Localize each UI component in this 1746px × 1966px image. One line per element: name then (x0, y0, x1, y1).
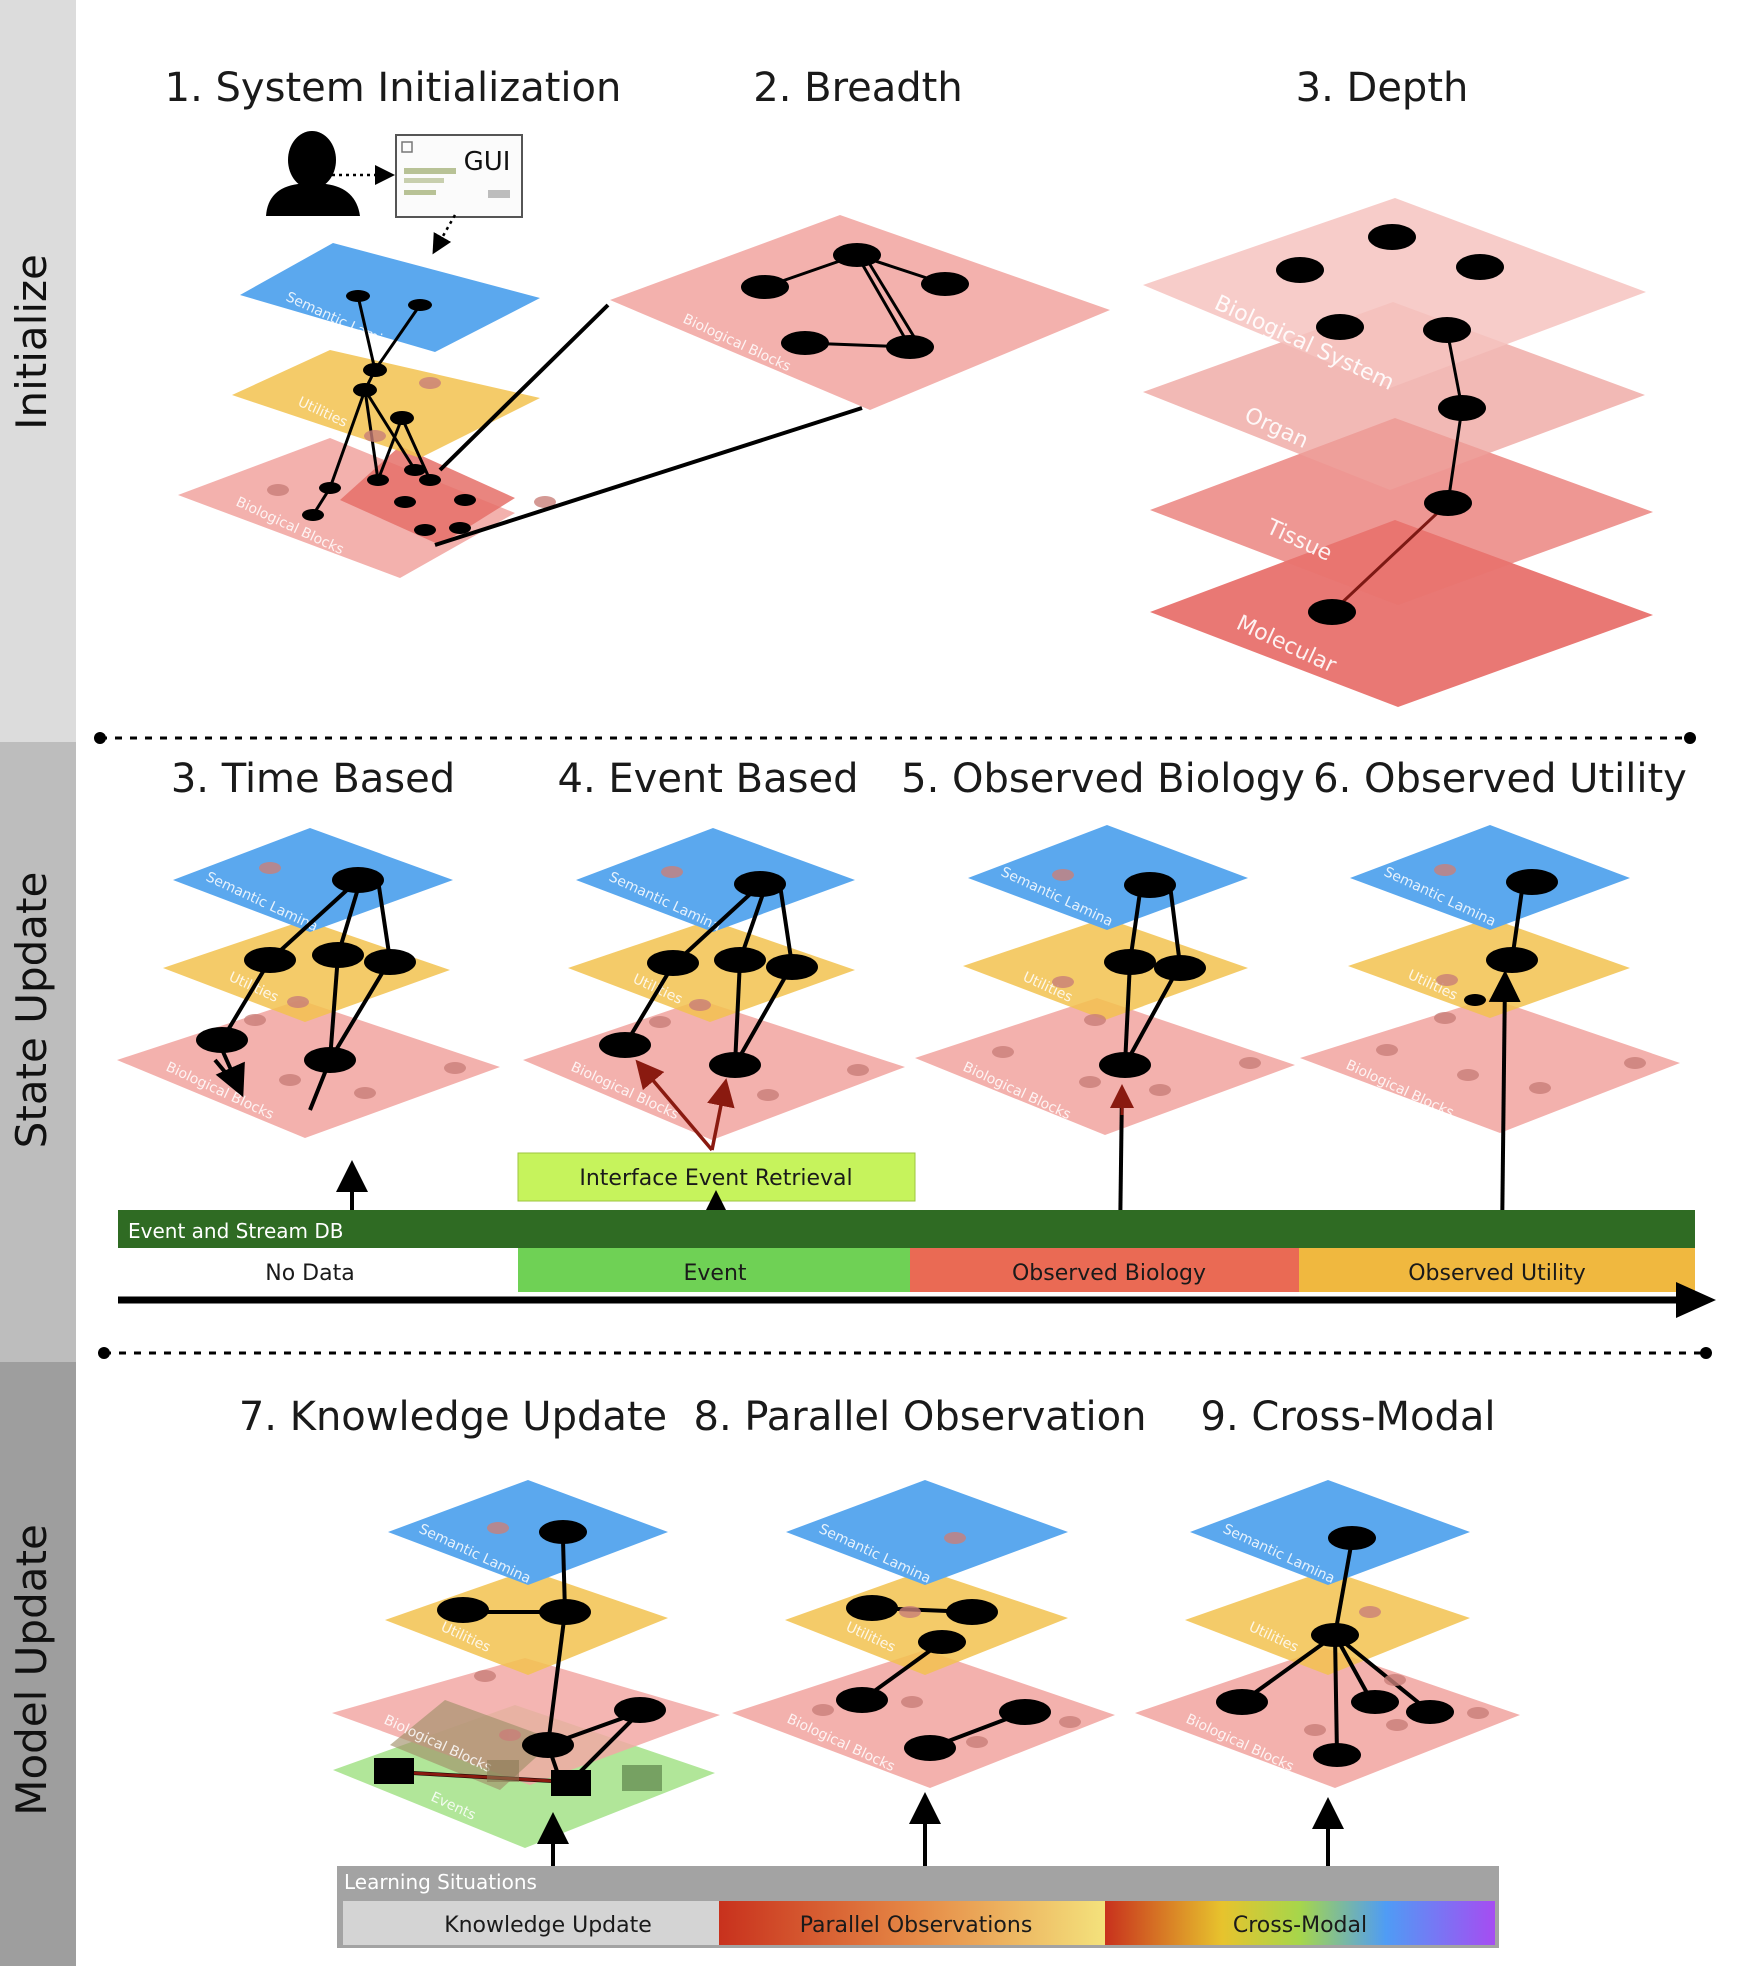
semantic-plane (240, 243, 540, 352)
segment-cross-modal: Cross-Modal (1233, 1913, 1367, 1938)
stack-observed-utility: Semantic Lamina Utilities Biological Blo… (1300, 825, 1680, 1241)
semantic-plane (1190, 1480, 1470, 1585)
interface-event-retrieval-box: Interface Event Retrieval (517, 1152, 916, 1202)
semantic-plane (786, 1480, 1068, 1585)
stack-knowledge-update: Semantic Lamina Utilities Biological Blo… (332, 1480, 720, 1872)
segment-no-data: No Data (265, 1261, 354, 1286)
molecular-plane (1150, 520, 1653, 707)
sidebar-model-update (0, 1362, 76, 1966)
title-knowledge-update: 7. Knowledge Update (239, 1394, 667, 1440)
stack-cross-modal: Semantic Lamina Utilities Biological Blo… (1135, 1480, 1520, 1900)
learning-situations-label: Learning Situations (344, 1870, 537, 1894)
utilities-plane (1348, 918, 1630, 1018)
segment-observed-biology: Observed Biology (1012, 1261, 1206, 1286)
depth-stack: Biological System Organ Tissue Molecular (1143, 198, 1653, 707)
semantic-plane (968, 825, 1248, 930)
breadth-bio-plane (610, 215, 1110, 410)
section-label-state-update: State Update (7, 872, 56, 1149)
title-depth: 3. Depth (1296, 65, 1469, 111)
semantic-plane (173, 828, 453, 932)
gui-label: GUI (464, 147, 511, 177)
bio-plane (1300, 998, 1680, 1133)
title-time-based: 3. Time Based (171, 756, 455, 802)
stack-observed-biology: Semantic Lamina Utilities Biological Blo… (915, 825, 1295, 1241)
user-icon (266, 131, 360, 216)
system-plane (1143, 198, 1646, 388)
segment-observed-utility: Observed Utility (1408, 1261, 1586, 1286)
title-parallel-observation: 8. Parallel Observation (694, 1394, 1147, 1440)
title-event-based: 4. Event Based (558, 756, 859, 802)
timeline-segments: No Data Event Observed Biology Observed … (118, 1248, 1695, 1292)
title-observed-utility: 6. Observed Utility (1313, 756, 1687, 802)
segment-event: Event (683, 1261, 746, 1286)
utilities-plane (568, 920, 855, 1022)
gui-window[interactable]: GUI (395, 134, 523, 218)
semantic-plane (1350, 825, 1630, 930)
section-label-model-update: Model Update (7, 1524, 56, 1816)
stack-time-based: Semantic Lamina Utilities Biological Blo… (117, 828, 500, 1138)
breadth-plane-group: Biological Blocks (610, 215, 1110, 410)
utilities-plane (385, 1570, 668, 1675)
section-label-initialize: Initialize (7, 254, 56, 430)
event-stream-db-label: Event and Stream DB (128, 1219, 343, 1243)
event-stream-db-bar: Event and Stream DB (118, 1210, 1695, 1248)
stack-parallel-observation: Semantic Lamina Utilities Biological Blo… (732, 1480, 1115, 1900)
segment-knowledge-update: Knowledge Update (444, 1913, 652, 1938)
learning-situations-bar: Learning Situations Knowledge Update Par… (337, 1866, 1499, 1948)
title-system-initialization: 1. System Initialization (165, 65, 622, 111)
bio-plane (332, 1658, 720, 1785)
utilities-plane (785, 1570, 1068, 1675)
stack-event-based: Semantic Lamina Utilities Biological Blo… (523, 828, 905, 1152)
title-observed-biology: 5. Observed Biology (901, 756, 1305, 802)
semantic-plane (388, 1480, 668, 1585)
utilities-plane (163, 920, 450, 1022)
tissue-plane (1150, 418, 1653, 605)
separator-top (94, 732, 1696, 744)
interface-event-retrieval-label: Interface Event Retrieval (579, 1166, 852, 1191)
semantic-plane (576, 828, 855, 932)
bio-plane (1135, 1648, 1520, 1788)
init-stack: Semantic Lamina Utilities Biological Blo… (178, 243, 863, 578)
utilities-plane (232, 350, 540, 458)
bio-plane (178, 438, 515, 578)
separator-bottom (98, 1347, 1712, 1359)
time-axis-arrow (118, 1282, 1716, 1318)
segment-parallel-observations: Parallel Observations (800, 1913, 1033, 1938)
title-cross-modal: 9. Cross-Modal (1201, 1394, 1496, 1440)
utilities-plane (1185, 1570, 1470, 1675)
bio-plane (732, 1650, 1115, 1788)
bio-selected-region (340, 446, 515, 545)
sidebar-initialize (0, 0, 76, 742)
sidebar-state-update (0, 742, 76, 1362)
gui-to-stack-arrow (432, 214, 457, 255)
organ-plane (1143, 302, 1645, 490)
title-breadth: 2. Breadth (753, 65, 962, 111)
